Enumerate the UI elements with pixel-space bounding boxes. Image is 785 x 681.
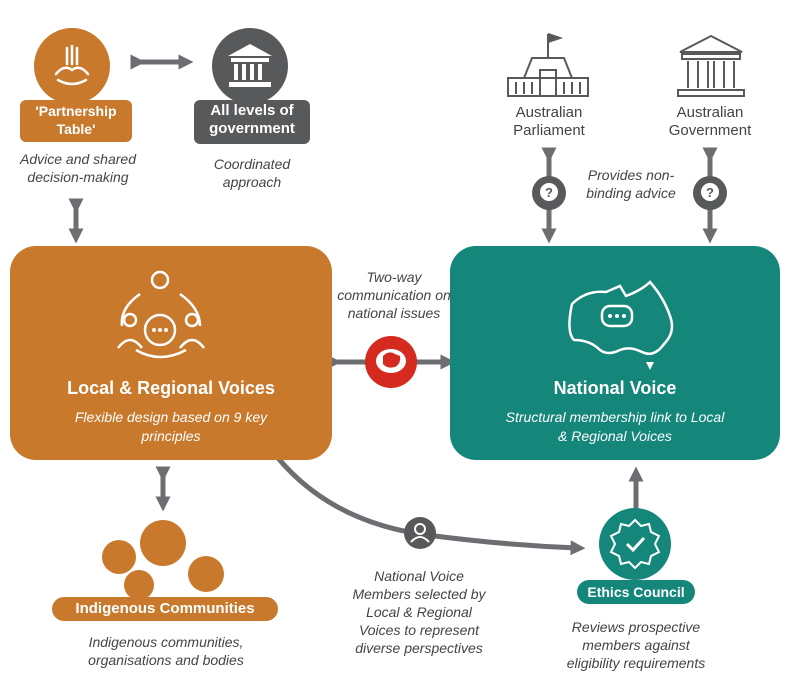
government-levels-label: All levels of government: [194, 100, 310, 144]
community-icon: [140, 520, 186, 566]
partnership-table-label: 'Partnership Table': [20, 100, 132, 142]
person-icon: [404, 517, 436, 549]
people-network-icon: [117, 270, 205, 359]
parliament-label: Australian Parliament: [513, 104, 585, 139]
local-regional-title: Local & Regional Voices: [67, 378, 275, 398]
two-way-caption: Two-way communication on national issues: [337, 269, 451, 321]
svg-text:?: ?: [706, 185, 714, 200]
australia-map-icon: [568, 280, 674, 370]
government-label: Australian Government: [668, 104, 752, 139]
government-levels-caption: Coordinated approach: [213, 156, 291, 190]
national-voice-subtitle: Structural membership link to Local & Re…: [505, 409, 725, 444]
national-voice-box: National Voice Structural membership lin…: [450, 246, 780, 460]
government-house-icon: [672, 32, 750, 100]
question-bubble-icon: ?: [693, 176, 727, 210]
advice-caption: Provides non-binding advice: [586, 167, 676, 201]
indigenous-caption: Indigenous communities, organisations an…: [88, 634, 244, 668]
community-icon: [188, 556, 224, 592]
indigenous-communities-label: Indigenous Communities: [52, 597, 278, 621]
ethics-caption: Reviews prospective members against elig…: [566, 619, 706, 671]
local-regional-subtitle: Flexible design based on 9 key principle…: [74, 409, 268, 444]
selection-caption: National Voice Members selected by Local…: [352, 568, 486, 656]
community-icon: [102, 540, 136, 574]
national-voice-title: National Voice: [553, 378, 677, 398]
partnership-caption: Advice and shared decision-making: [20, 151, 136, 185]
australia-chat-icon: [365, 336, 417, 388]
government-building-icon: [212, 28, 288, 104]
ethics-council-label: Ethics Council: [577, 580, 695, 604]
certificate-badge-icon: [599, 508, 671, 580]
local-regional-voices-box: Local & Regional Voices Flexible design …: [10, 246, 332, 460]
handshake-icon: [34, 28, 110, 104]
svg-text:?: ?: [545, 185, 553, 200]
community-icon: [124, 570, 154, 600]
parliament-house-icon: [502, 30, 594, 100]
question-bubble-icon: ?: [532, 176, 566, 210]
